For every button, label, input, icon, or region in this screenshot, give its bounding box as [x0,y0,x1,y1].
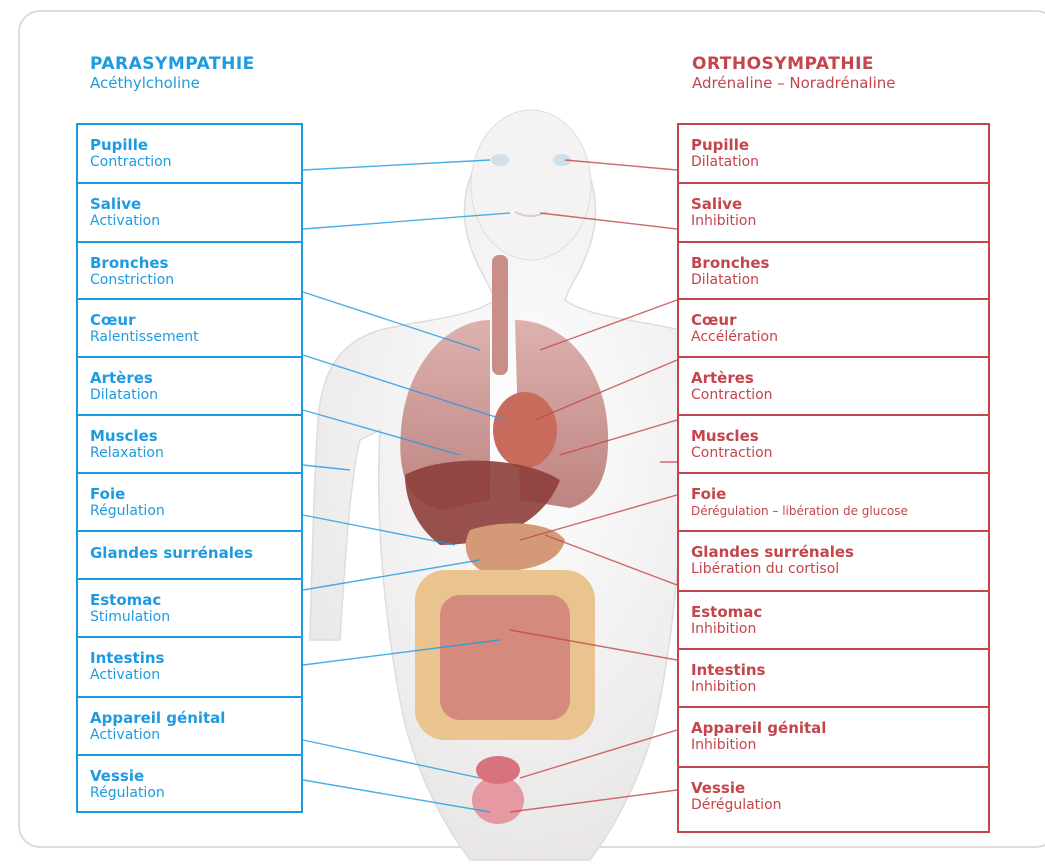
effect-label: Activation [90,727,301,744]
organ-label: Bronches [691,254,988,272]
organ-label: Cœur [691,311,988,329]
effect-label: Contraction [90,154,301,171]
organ-label: Salive [90,195,301,213]
effect-label: Activation [90,213,301,230]
effect-label: Contraction [691,445,988,462]
effect-label: Stimulation [90,609,301,626]
parasympathetic-heading: PARASYMPATHIE Acéthylcholine [90,54,255,92]
organ-label: Glandes surrénales [691,543,988,561]
organ-label: Pupille [90,136,301,154]
effect-label: Accélération [691,329,988,346]
effect-label: Ralentissement [90,329,301,346]
effect-label: Régulation [90,503,301,520]
effect-label: Inhibition [691,737,988,754]
effect-label: Régulation [90,785,301,802]
effect-label: Libération du cortisol [691,561,988,578]
organ-label: Artères [90,369,301,387]
organ-label: Cœur [90,311,301,329]
organ-label: Intestins [691,661,988,679]
effect-label: Dilatation [90,387,301,404]
effect-label: Inhibition [691,679,988,696]
organ-label: Intestins [90,649,301,667]
effect-label: Activation [90,667,301,684]
organ-label: Artères [691,369,988,387]
organ-label: Bronches [90,254,301,272]
effect-label: Dérégulation – libération de glucose [691,503,988,520]
organ-label: Vessie [90,767,301,785]
organ-label: Muscles [691,427,988,445]
organ-label: Pupille [691,136,988,154]
orthosympathetic-subtitle: Adrénaline – Noradrénaline [692,74,896,92]
organ-label: Foie [691,485,988,503]
parasympathetic-subtitle: Acéthylcholine [90,74,255,92]
organ-label: Estomac [691,603,988,621]
orthosympathetic-title: ORTHOSYMPATHIE [692,54,896,74]
organ-label: Glandes surrénales [90,544,301,562]
list-item: Glandes surrénales [78,532,301,580]
effect-label: Dilatation [691,154,988,171]
effect-label: Contraction [691,387,988,404]
organ-label: Vessie [691,779,988,797]
organ-label: Estomac [90,591,301,609]
effect-label: Dilatation [691,272,988,289]
parasympathetic-title: PARASYMPATHIE [90,54,255,74]
effect-label: Inhibition [691,213,988,230]
organ-label: Appareil génital [90,709,301,727]
organ-label: Muscles [90,427,301,445]
effect-label: Dérégulation [691,797,988,814]
effect-label: Relaxation [90,445,301,462]
effect-label: Constriction [90,272,301,289]
orthosympathetic-heading: ORTHOSYMPATHIE Adrénaline – Noradrénalin… [692,54,896,92]
organ-label: Appareil génital [691,719,988,737]
organ-label: Salive [691,195,988,213]
organ-label: Foie [90,485,301,503]
effect-label: Inhibition [691,621,988,638]
